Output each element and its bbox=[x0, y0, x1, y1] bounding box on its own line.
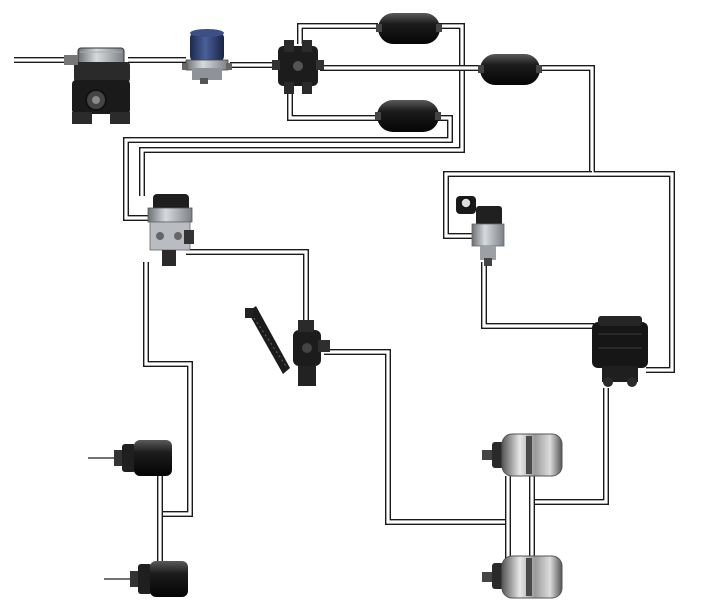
air-dryer bbox=[182, 29, 232, 84]
pipe-network bbox=[14, 23, 675, 564]
relay-valve bbox=[592, 316, 648, 387]
pipe-protection-valve-to-top-tank bbox=[297, 23, 378, 44]
air-reservoir-top bbox=[376, 13, 442, 44]
pipe-foot-valve-to-spring-chambers bbox=[143, 262, 193, 517]
spring-brake-chamber-front bbox=[88, 440, 172, 476]
pipe-relay-valve-to-brake-chambers bbox=[532, 388, 609, 505]
pipe-protection-valve-to-middle-tank bbox=[287, 92, 378, 121]
pipe-middle-tank-return bbox=[123, 115, 453, 221]
pipe-parking-valve-to-relay-valve bbox=[481, 262, 594, 329]
brake-chamber-lower bbox=[482, 555, 563, 599]
brake-chamber-upper bbox=[482, 433, 563, 477]
pipe-right-tank-to-relay-valve bbox=[538, 65, 675, 373]
pipe-foot-valve-to-load-valve bbox=[186, 249, 309, 320]
load-sensing-valve bbox=[245, 306, 330, 386]
spring-brake-chamber-rear bbox=[104, 561, 188, 597]
pipe-right-tank-to-parking-valve bbox=[443, 171, 592, 239]
parking-hand-brake-valve bbox=[456, 196, 505, 266]
foot-brake-valve bbox=[147, 194, 194, 266]
air-reservoir-middle bbox=[375, 100, 441, 132]
four-circuit-protection-valve bbox=[272, 40, 324, 94]
air-compressor bbox=[64, 47, 130, 124]
air-reservoir-right bbox=[478, 54, 542, 85]
pipe-top-tank-return bbox=[139, 23, 465, 196]
pipe-load-valve-to-brake-chambers bbox=[324, 349, 510, 525]
